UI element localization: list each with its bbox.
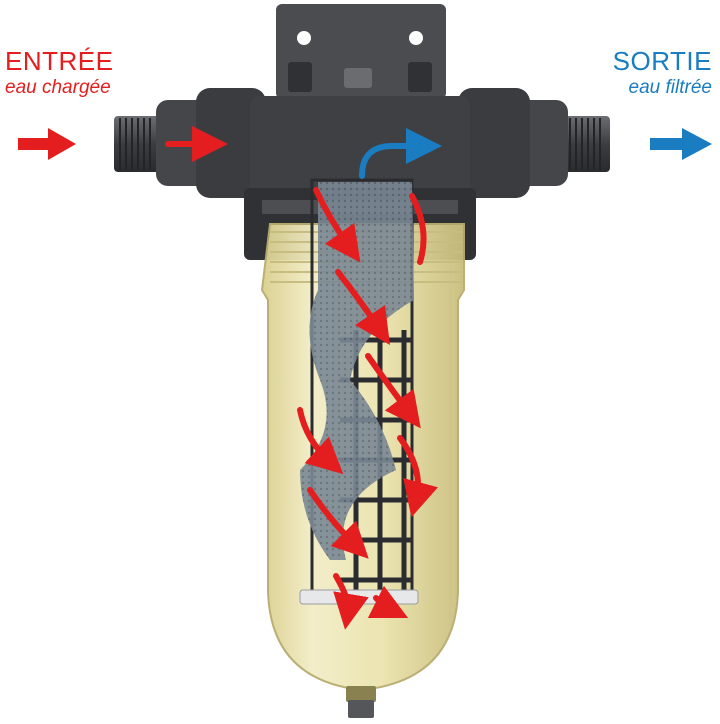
- flow-arrow: [365, 353, 421, 429]
- flow-arrow: [297, 407, 344, 475]
- clean-flow-arrow: [359, 128, 442, 179]
- outlet-fitting: [458, 88, 610, 198]
- outlet-subtitle: eau filtrée: [628, 77, 712, 98]
- inlet-subtitle: eau chargée: [5, 77, 111, 98]
- inlet-title: ENTRÉE: [5, 46, 114, 76]
- mounting-bracket: [276, 4, 446, 99]
- arrow-right-icon: [650, 128, 712, 160]
- inlet-label: ENTRÉE eau chargée: [5, 46, 113, 100]
- flow-arrow: [409, 193, 427, 265]
- arrow-right-icon: [18, 128, 76, 160]
- dirty-flow-arrows: [165, 126, 439, 630]
- outlet-title: SORTIE: [612, 46, 712, 76]
- flow-arrow: [367, 585, 409, 619]
- flow-arrow: [397, 435, 439, 518]
- flow-arrow: [333, 573, 369, 630]
- outlet-label: SORTIE eau filtrée: [613, 46, 712, 100]
- flow-arrow: [307, 487, 369, 559]
- flow-arrow: [335, 269, 390, 345]
- flow-arrow: [313, 187, 361, 263]
